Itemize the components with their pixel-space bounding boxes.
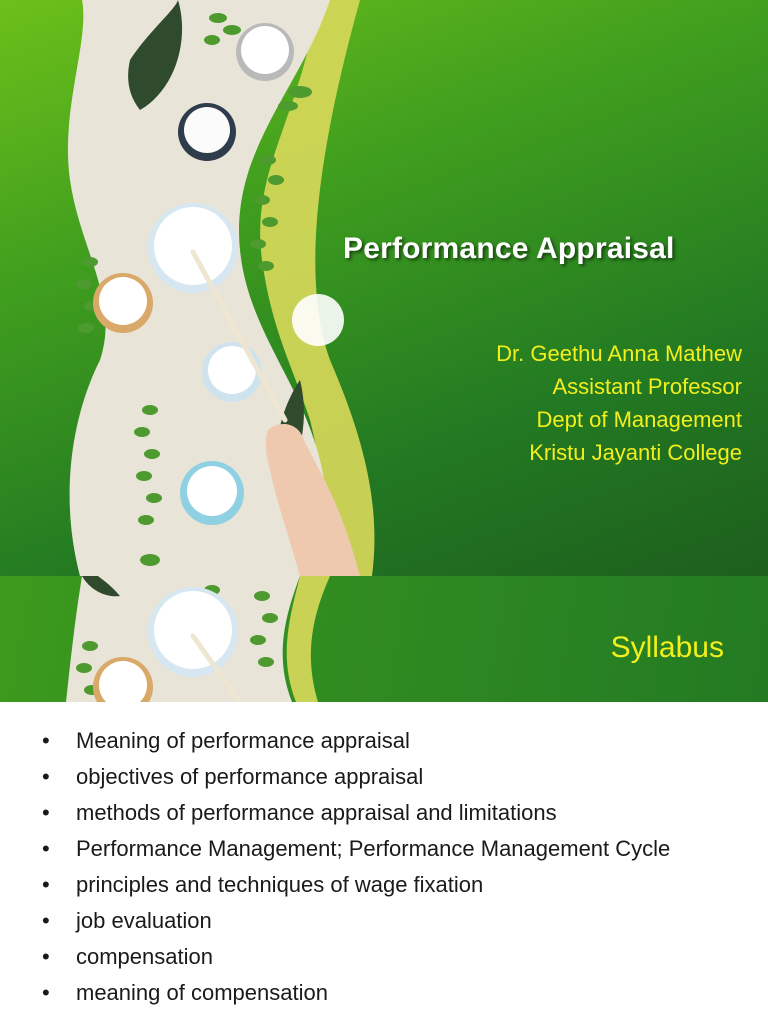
list-item: • meaning of compensation: [42, 980, 328, 1005]
bullet-icon: •: [42, 980, 50, 1005]
decorative-photo-strip: [66, 576, 330, 702]
author-name: Dr. Geethu Anna Mathew: [496, 341, 742, 366]
header-band: [0, 576, 768, 702]
list-item: • methods of performance appraisal and l…: [42, 800, 557, 825]
bullet-icon: •: [42, 836, 50, 861]
list-item: •Performance Management; Performance Man…: [42, 836, 671, 861]
author-department: Dept of Management: [536, 407, 742, 432]
list-item: • Meaning of performance appraisal: [42, 728, 410, 753]
list-item: • objectives of performance appraisal: [42, 764, 424, 789]
fern-leaves: [76, 13, 312, 566]
syllabus-slide: [0, 576, 768, 1024]
candles: [93, 23, 294, 525]
list-item: • principles and techniques of wage fixa…: [42, 872, 484, 897]
list-item: • compensation: [42, 944, 213, 969]
author-info: Dr. Geethu Anna Mathew Assistant Profess…: [362, 337, 742, 469]
bullet-icon: •: [42, 764, 50, 789]
syllabus-list: • Meaning of performance appraisal • obj…: [42, 726, 725, 1014]
author-designation: Assistant Professor: [552, 374, 742, 399]
bullet-icon: •: [42, 908, 50, 933]
bullet-icon: •: [42, 872, 50, 897]
bullet-icon: •: [42, 944, 50, 969]
list-item: • job evaluation: [42, 908, 212, 933]
bullet-icon: •: [42, 800, 50, 825]
author-college: Kristu Jayanti College: [529, 440, 742, 465]
decorative-photo-panel: [67, 0, 375, 576]
bullet-icon: •: [42, 728, 50, 753]
presentation-title: Performance Appraisal: [343, 232, 675, 265]
syllabus-heading: Syllabus: [610, 631, 724, 664]
title-slide: Performance Appraisal Dr. Geethu Anna Ma…: [0, 0, 768, 576]
